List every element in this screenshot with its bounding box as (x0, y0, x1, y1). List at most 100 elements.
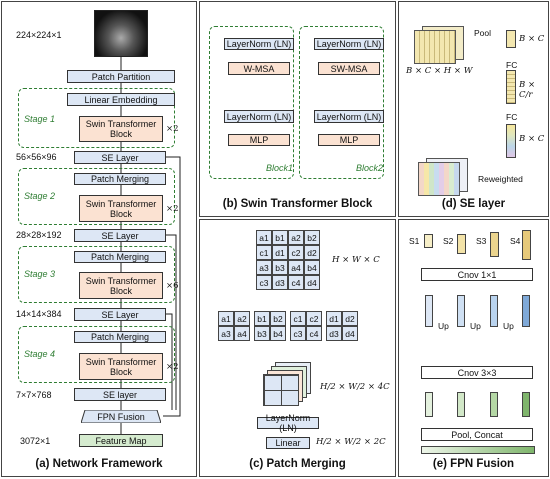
grid-cell-d1: d1 (272, 245, 288, 260)
stage-3-label: Stage 3 (24, 269, 56, 279)
group-cell-b1: b1 (254, 311, 270, 326)
layernorm-2a: LayerNorm (LN) (314, 38, 384, 50)
grid-cell-b1: b1 (272, 230, 288, 245)
swin-block-stage-4: Swin Transformer Block (79, 353, 163, 380)
pool-label: Pool (474, 28, 492, 38)
up-label-1: Up (438, 321, 449, 331)
caption-b: (b) Swin Transformer Block (222, 198, 373, 210)
layernorm-c: LayerNorm (LN) (257, 413, 319, 433)
group-cell-a1: a1 (218, 311, 234, 326)
dim-bc-1: B × C (519, 34, 545, 44)
dim-stage-4: 7×7×768 (16, 390, 52, 400)
swin-block-stage-1: Swin Transformer Block (79, 116, 163, 142)
dim-output: 3072×1 (20, 436, 51, 446)
grid-cell-b3: b3 (272, 260, 288, 275)
block1-label: Block1 (266, 163, 294, 173)
dim-stage-2: 28×28×192 (16, 230, 62, 240)
input-tensor-cube (414, 26, 464, 64)
group-cell-b2: b2 (270, 311, 286, 326)
output-bar-1 (425, 392, 433, 417)
group-cell-c3: c3 (290, 326, 306, 341)
se-layer-4: SE layer (74, 388, 166, 401)
group-cell-c1: c1 (290, 311, 306, 326)
se-layer-1: SE Layer (74, 151, 166, 164)
concat-output-bar (421, 446, 535, 454)
stage-4-frame (18, 326, 175, 383)
group-cell-d4: d4 (342, 326, 358, 341)
caption-d: (d) SE layer (441, 198, 506, 210)
dim-bcr: B × C/r (519, 80, 536, 100)
block2-frame (299, 26, 384, 179)
input-s3-bar (490, 232, 499, 257)
grid-cell-a1: a1 (256, 230, 272, 245)
group-cell-b4: b4 (270, 326, 286, 341)
group-cell-b3: b3 (254, 326, 270, 341)
input-dim-label: 224×224×1 (16, 30, 62, 40)
se-layer-3: SE Layer (74, 308, 166, 321)
wmsa-box: W-MSA (228, 62, 290, 75)
feature-map-box: Feature Map (79, 434, 163, 447)
lateral-bar-1 (425, 295, 433, 327)
grid-cell-d3: d3 (272, 275, 288, 290)
conv3x3-box: Cnov 3×3 (421, 366, 533, 379)
patch-merging-stage-4: Patch Merging (74, 331, 166, 343)
stage-1-frame (18, 88, 175, 148)
grid-cell-b2: b2 (304, 230, 320, 245)
dim-stage-3: 14×14×384 (16, 309, 62, 319)
fpn-fusion-trapezoid: FPN Fusion (81, 410, 161, 423)
xray-image (94, 10, 148, 57)
block2-label: Block2 (356, 163, 384, 173)
dim-h2w22c: H/2 × W/2 × 2C (316, 437, 386, 447)
output-bar-2 (457, 392, 465, 417)
grid-cell-d4: d4 (304, 275, 320, 290)
input-s2-label: S2 (443, 236, 454, 246)
input-s2-bar (457, 234, 466, 254)
stage-2-frame (18, 168, 175, 225)
swin-block-stage-3: Swin Transformer Block (79, 272, 163, 299)
lateral-bar-3 (490, 295, 498, 327)
output-bar-4 (522, 392, 530, 417)
grid-cell-a3: a3 (256, 260, 272, 275)
input-s4-label: S4 (510, 236, 521, 246)
grid-cell-a2: a2 (288, 230, 304, 245)
repeat-stage-1: ×2 (166, 124, 179, 134)
group-cell-a4: a4 (234, 326, 250, 341)
group-cell-d1: d1 (326, 311, 342, 326)
dim-bc-2: B × C (519, 134, 545, 144)
dim-h2w24c: H/2 × W/2 × 4C (320, 382, 390, 392)
patch-merging-stage-3: Patch Merging (74, 251, 166, 263)
patch-partition-box: Patch Partition (67, 70, 175, 83)
group-cell-a3: a3 (218, 326, 234, 341)
input-s4-bar (522, 230, 531, 260)
caption-e: (e) FPN Fusion (432, 458, 515, 470)
mlp-box-1: MLP (228, 134, 290, 146)
lateral-bar-2 (457, 295, 465, 327)
grid-cell-b4: b4 (304, 260, 320, 275)
stacked-feature-maps (263, 362, 313, 406)
stage-2-label: Stage 2 (24, 191, 56, 201)
block1-frame (209, 26, 294, 179)
excitation-vector (506, 124, 516, 158)
repeat-stage-4: ×2 (166, 362, 179, 372)
repeat-stage-2: ×2 (166, 204, 179, 214)
input-s3-label: S3 (476, 236, 487, 246)
patch-merging-stage-2: Patch Merging (74, 173, 166, 185)
linear-box: Linear (266, 437, 310, 449)
reweighted-tensor-cube (418, 158, 468, 196)
stage-3-frame (18, 246, 175, 303)
layernorm-2b: LayerNorm (LN) (314, 110, 384, 123)
dim-hwc: H × W × C (332, 255, 380, 265)
pool-concat-box: Pool, Concat (421, 428, 533, 441)
fpn-fusion-label: FPN Fusion (97, 411, 145, 422)
pooled-vector (506, 30, 516, 48)
lateral-bar-4 (522, 295, 530, 327)
grid-cell-c1: c1 (256, 245, 272, 260)
caption-a: (a) Network Framework (35, 458, 163, 470)
input-s1-bar (424, 234, 433, 248)
grid-cell-c3: c3 (256, 275, 272, 290)
grid-cell-c4: c4 (288, 275, 304, 290)
output-bar-3 (490, 392, 498, 417)
dim-bchw: B × C × H × W (406, 66, 473, 76)
group-cell-d2: d2 (342, 311, 358, 326)
grid-cell-a4: a4 (288, 260, 304, 275)
